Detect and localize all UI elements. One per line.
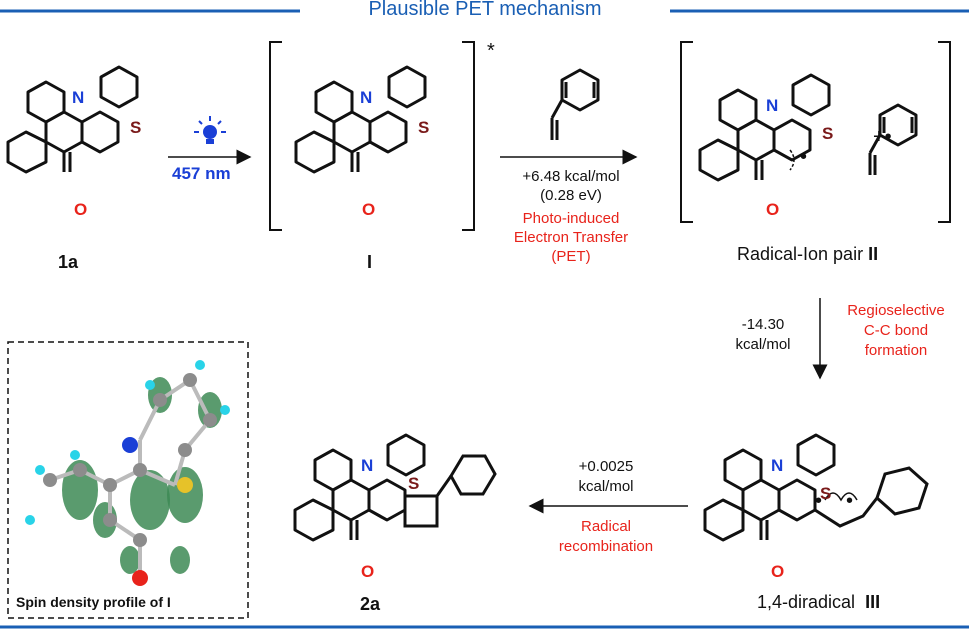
atom-O-1a: O [74,200,88,219]
rec-energy-1: +0.0025 [578,458,634,475]
atom-S-III: S [820,484,832,503]
radical-dot-III-a: • [815,490,823,512]
atom-O-I: O [362,200,376,219]
pet-energy: +6.48 kcal/mol [522,168,620,185]
pet-energy-ev: (0.28 eV) [540,187,602,204]
cc-energy-2: kcal/mol [735,336,791,353]
radical-cation-mark: +• [873,126,892,148]
radical-arc-III [824,492,858,502]
atom-N-I: N [360,88,373,107]
atom-N-2a: N [361,456,374,475]
bracket-II-left [680,41,693,223]
styrene-reagent [550,68,600,142]
structure-1a [6,65,139,174]
page-title: Plausible PET mechanism [300,0,670,21]
spin-density-model [25,360,230,586]
label-III-id: III [865,592,881,612]
pet-name-2: Electron Transfer [513,229,629,246]
atom-S-2a: S [408,474,420,493]
bracket-I-left [269,41,282,231]
lamp-icon [194,116,226,144]
cc-name-3: formation [864,342,928,359]
cc-name-1: Regioselective [847,302,945,319]
label-II-text: Radical-Ion pair [737,244,864,264]
structure-I [294,65,427,174]
label-III: 1,4-diradical III [757,592,880,613]
structure-III [703,433,929,542]
pet-name-1: Photo-induced [522,210,620,227]
atom-S-1a: S [130,118,142,137]
atom-O-III: O [771,562,785,581]
spin-density-inset [7,341,249,619]
label-I: I [367,252,373,272]
radical-dash-II [789,149,795,171]
label-II: Radical-Ion pair II [737,244,878,265]
wavelength-label: 457 nm [172,164,231,183]
label-II-id: II [868,244,879,264]
pet-name-3: (PET) [551,248,591,265]
rec-energy-2: kcal/mol [578,478,634,495]
bracket-II-right [938,41,951,223]
label-III-text: 1,4-diradical [757,592,856,612]
atom-S-II: S [822,124,834,143]
radical-dot-III-b: • [846,490,854,512]
excited-state-marker: * [487,40,495,62]
cc-name-2: C-C bond [863,322,929,339]
bracket-I-right [462,41,475,231]
cc-energy-1: -14.30 [741,316,785,333]
radical-dot-II: • [800,146,808,168]
atom-N-III: N [771,456,784,475]
atom-O-II: O [766,200,780,219]
atom-O-2a: O [361,562,375,581]
atom-S-I: S [418,118,430,137]
structure-2a [293,433,497,542]
label-1a: 1a [58,252,79,272]
rec-name-1: Radical [580,518,632,535]
atom-N-II: N [766,96,779,115]
rec-name-2: recombination [558,538,654,555]
label-2a: 2a [360,594,381,614]
inset-caption: Spin density profile of I [16,594,171,610]
structure-II [698,73,831,182]
atom-N-1a: N [72,88,85,107]
